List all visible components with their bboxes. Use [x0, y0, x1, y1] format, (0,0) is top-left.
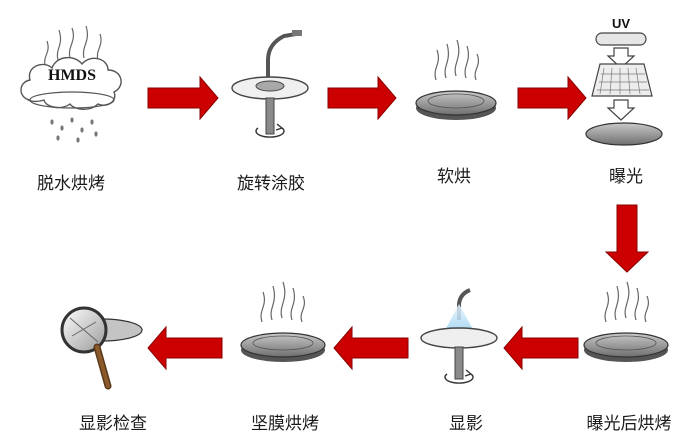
- spin-coater-icon: [231, 30, 309, 138]
- hmds-cloud-icon: HMDS: [20, 25, 122, 143]
- uv-label: UV: [612, 16, 630, 31]
- step-label-dehydration-bake: 脱水烘烤: [37, 174, 105, 194]
- hot-plate-icon: [583, 281, 669, 362]
- hot-plate-icon: [240, 281, 326, 362]
- step-label-soft-bake: 软烘: [437, 167, 471, 187]
- magnifier-icon: [60, 306, 143, 390]
- arrow-right-1: [147, 75, 219, 121]
- arrow-down: [604, 204, 650, 273]
- arrow-right-3: [517, 75, 587, 121]
- arrow-right-2: [327, 75, 397, 121]
- flow-arrows: [147, 75, 650, 371]
- developer-spray-icon: [420, 288, 498, 384]
- hmds-label: HMDS: [48, 67, 96, 84]
- arrow-left-1: [503, 325, 579, 371]
- step-label-develop: 显影: [449, 414, 483, 434]
- step-label-spin-coat: 旋转涂胶: [237, 174, 305, 194]
- arrow-left-3: [147, 325, 223, 371]
- step-label-post-exposure-bake: 曝光后烘烤: [586, 414, 672, 434]
- hot-plate-icon: [415, 39, 497, 120]
- arrow-left-2: [333, 325, 409, 371]
- step-label-inspection: 显影检查: [79, 414, 147, 434]
- uv-exposure-icon: UV: [585, 16, 663, 146]
- step-label-exposure: 曝光: [609, 167, 643, 187]
- step-label-hard-bake: 坚膜烘烤: [251, 414, 319, 434]
